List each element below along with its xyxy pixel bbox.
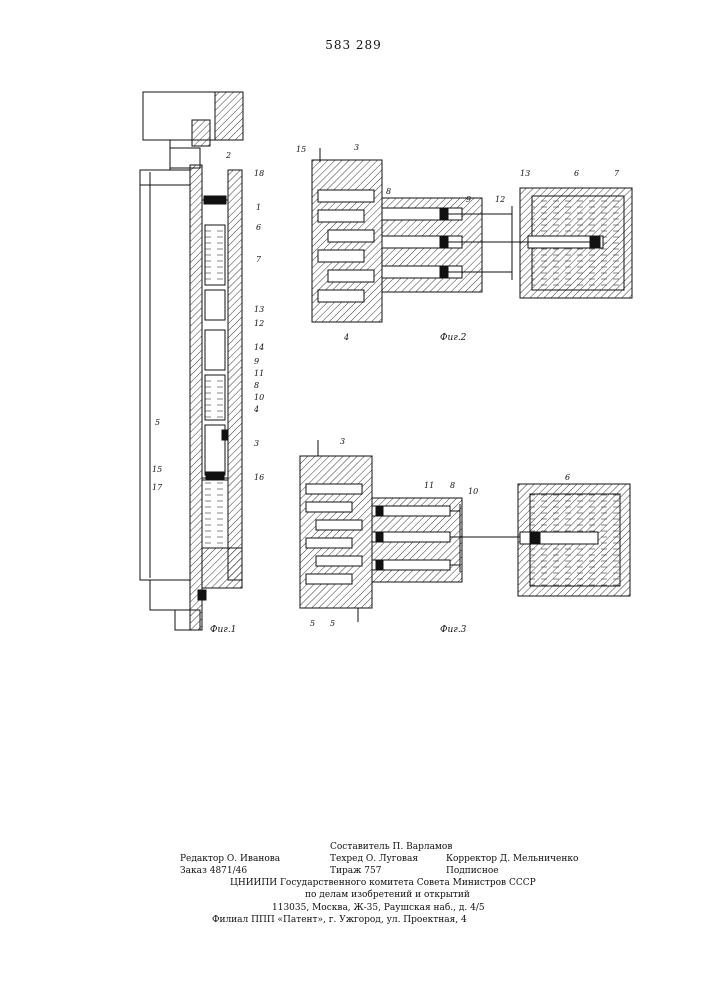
fig1-label: 3 <box>254 439 259 448</box>
fig2-caption: Фиг.2 <box>440 333 467 343</box>
techred: Техред О. Луговая <box>330 854 418 865</box>
fig1-label: 7 <box>256 255 262 264</box>
circulation: Тираж 757 <box>330 866 381 877</box>
fig3-label: 5 <box>330 619 335 628</box>
fig1-label: 4 <box>253 405 259 414</box>
fig3-label: 3 <box>340 437 345 446</box>
fig2-label: 15 <box>296 145 306 154</box>
figure-1 <box>140 92 243 630</box>
fig1-label: 16 <box>254 473 264 482</box>
fig1-label: 17 <box>152 483 163 492</box>
fig1-label: 15 <box>152 465 162 474</box>
fig1-label: 9 <box>254 357 259 366</box>
figure-3 <box>300 440 630 622</box>
fig2-label: 8 <box>386 187 391 196</box>
order: Заказ 4871/46 <box>180 866 247 877</box>
corrector: Корректор Д. Мельниченко <box>446 854 578 865</box>
fig2-label: 3 <box>354 143 359 152</box>
fig1-label: 2 <box>225 151 231 160</box>
fig3-label: 10 <box>468 487 478 496</box>
fig2-label: 7 <box>614 169 620 178</box>
fig1-label: 5 <box>155 418 160 427</box>
fig1-label: 13 <box>254 305 264 314</box>
fig1-label: 6 <box>256 223 261 232</box>
fig2-label: 4 <box>343 333 349 342</box>
fig2-label: 13 <box>520 169 530 178</box>
compiler: Составитель П. Варламов <box>330 842 452 853</box>
fig1-label: 10 <box>254 393 264 402</box>
fig1-label: 11 <box>254 369 264 378</box>
fig2-label: 12 <box>495 195 505 204</box>
subscription: Подписное <box>446 866 499 877</box>
branch: Филиал ППП «Патент», г. Ужгород, ул. Про… <box>212 915 467 926</box>
editor: Редактор О. Иванова <box>180 854 280 865</box>
fig1-caption: Фиг.1 <box>210 625 236 635</box>
fig3-label: 11 <box>424 481 434 490</box>
fig1-label: 8 <box>254 381 259 390</box>
figure-2 <box>312 148 632 322</box>
fig1-label: 12 <box>254 319 264 328</box>
fig3-label: 6 <box>565 473 570 482</box>
org-line-1: ЦНИИПИ Государственного комитета Совета … <box>230 878 536 889</box>
org-line-2: по делам изобретений и открытий <box>305 890 470 901</box>
fig1-label: 14 <box>254 343 264 352</box>
fig2-label: 6 <box>574 169 579 178</box>
fig3-label: 8 <box>450 481 455 490</box>
address: 113035, Москва, Ж-35, Раушская наб., д. … <box>272 903 485 914</box>
fig3-caption: Фиг.3 <box>440 625 467 635</box>
fig1-label: 18 <box>254 169 264 178</box>
fig2-label: 9 <box>466 195 471 204</box>
fig3-label: 5 <box>310 619 315 628</box>
fig1-label: 1 <box>256 203 261 212</box>
